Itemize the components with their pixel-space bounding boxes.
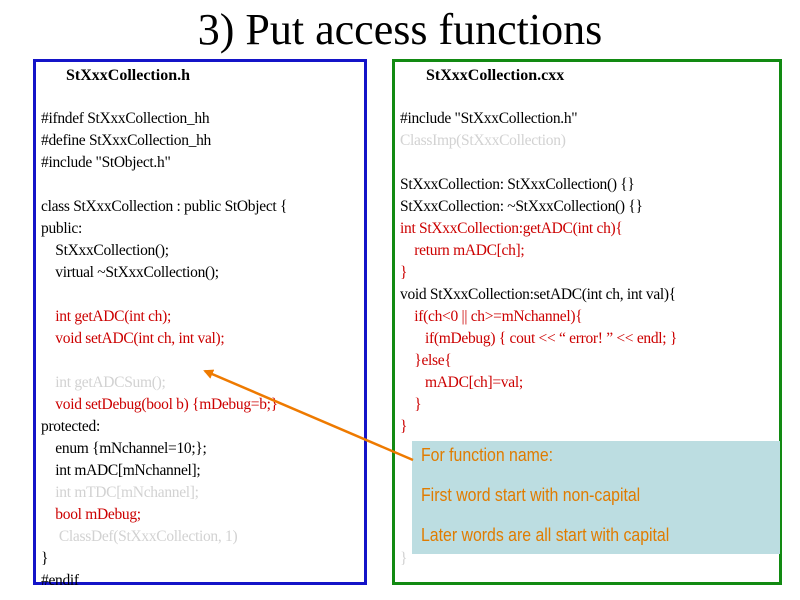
source-code-line: if(ch<0 || ch>=mNchannel){: [400, 308, 583, 325]
header-code-line: int getADC(int ch);: [41, 308, 171, 325]
source-code-line: }: [400, 418, 408, 435]
source-code-line: int StXxxCollection:getADC(int ch){: [400, 220, 623, 237]
header-code-line: void setDebug(bool b) {mDebug=b;}: [41, 396, 278, 413]
header-code-line: virtual ~StXxxCollection();: [41, 264, 219, 281]
source-code-line: }: [400, 550, 408, 567]
source-code-block: #include "StXxxCollection.h" ClassImp(StX…: [400, 108, 775, 570]
source-code-line: StXxxCollection: ~StXxxCollection() {}: [400, 198, 643, 215]
header-filename: StXxxCollection.h: [66, 67, 190, 84]
source-file-panel: StXxxCollection.cxx #include "StXxxColle…: [392, 59, 782, 585]
header-code-line: bool mDebug;: [41, 506, 141, 523]
header-code-line: StXxxCollection();: [41, 242, 169, 259]
source-code-line: ClassImp(StXxxCollection): [400, 132, 566, 149]
source-code-line: [400, 152, 775, 174]
header-code-line: void setADC(int ch, int val);: [41, 330, 225, 347]
source-filename: StXxxCollection.cxx: [426, 67, 565, 84]
source-code-line: StXxxCollection: StXxxCollection() {}: [400, 176, 635, 193]
header-code-line: [41, 174, 360, 196]
source-code-line: return mADC[ch];: [400, 242, 525, 259]
source-code-line: mADC[ch]=val;: [400, 374, 523, 391]
slide-title: 3) Put access functions: [197, 5, 603, 54]
header-code-line: protected:: [41, 418, 100, 435]
header-code-line: [41, 350, 360, 372]
header-code-line: public:: [41, 220, 82, 237]
header-code-line: #endif: [41, 572, 79, 589]
header-code-line: int mADC[mNchannel];: [41, 462, 201, 479]
source-code-line: void StXxxCollection:setADC(int ch, int …: [400, 286, 676, 303]
header-code-line: #include "StObject.h": [41, 154, 171, 171]
callout-line-2: First word start with non-capital: [421, 485, 641, 505]
header-code-line: #define StXxxCollection_hh: [41, 132, 211, 149]
header-code-line: }: [41, 550, 49, 567]
header-code-block: #ifndef StXxxCollection_hh #define StXxxC…: [41, 108, 360, 592]
naming-convention-callout: For function name: First word start with…: [412, 441, 780, 554]
header-file-panel: StXxxCollection.h #ifndef StXxxCollectio…: [33, 59, 367, 589]
source-code-line: }: [400, 264, 408, 281]
header-code-line: enum {mNchannel=10;};: [41, 440, 207, 457]
header-code-line: #ifndef StXxxCollection_hh: [41, 110, 210, 127]
source-code-line: }: [400, 396, 422, 413]
source-code-line: }else{: [400, 352, 452, 369]
source-code-line: if(mDebug) { cout << “ error! ” << endl;…: [400, 330, 678, 347]
source-code-line: #include "StXxxCollection.h": [400, 110, 578, 127]
header-code-line: class StXxxCollection : public StObject …: [41, 198, 288, 215]
header-code-line: [41, 284, 360, 306]
header-code-line: ClassDef(StXxxCollection, 1): [41, 528, 238, 545]
callout-line-3: Later words are all start with capital: [421, 525, 670, 545]
callout-line-1: For function name:: [421, 445, 554, 465]
header-code-line: int getADCSum();: [41, 374, 166, 391]
header-code-line: int mTDC[mNchannel];: [41, 484, 199, 501]
